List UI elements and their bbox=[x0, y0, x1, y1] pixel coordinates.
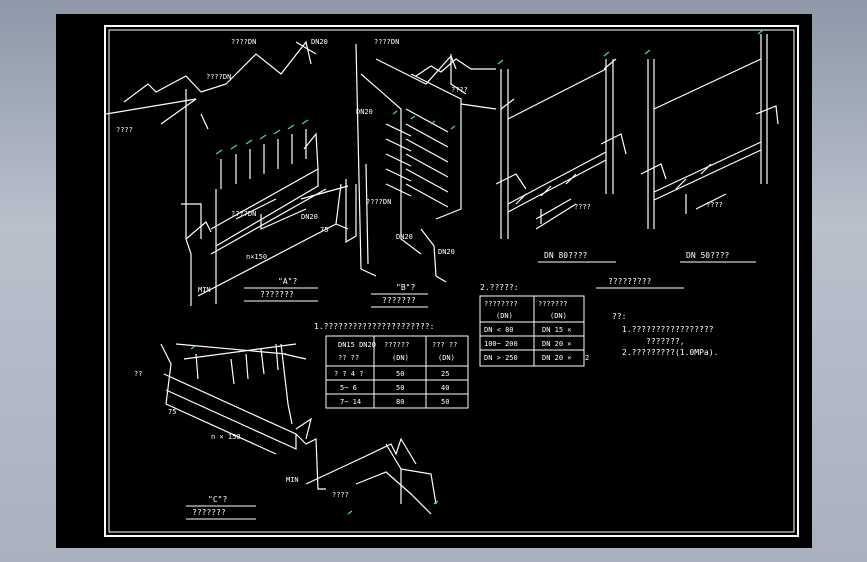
note1-r2c2: 50 bbox=[396, 384, 404, 392]
view-a-label-min: MIN bbox=[198, 286, 211, 294]
view-e-label: ???? bbox=[706, 201, 723, 209]
view-c-drawing bbox=[160, 343, 439, 515]
view-c-title-underline bbox=[186, 505, 256, 520]
note1-table bbox=[325, 335, 469, 409]
view-a-title-underline bbox=[244, 287, 318, 302]
note2-r2c2: DN 20 × bbox=[542, 340, 572, 348]
view-c-dim-150: n × 150 bbox=[211, 433, 241, 441]
note2-table bbox=[479, 295, 585, 367]
view-b-label-pipe2: ???? bbox=[451, 86, 468, 94]
note2-col1-h2: (DN) bbox=[496, 312, 513, 320]
note1-r2c3: 40 bbox=[441, 384, 449, 392]
note2-heading: 2.?????: bbox=[480, 283, 519, 292]
view-b-label-pipe3: ????DN bbox=[366, 198, 391, 206]
view-b-label-dn20-c: DN20 bbox=[438, 248, 455, 256]
view-a-label-pipe2: ???? bbox=[116, 126, 133, 134]
note2-col1-h1: ???????? bbox=[484, 300, 518, 308]
view-a-label-pipe3: ????DN bbox=[231, 38, 256, 46]
view-a-label-dn20-top: DN20 bbox=[311, 38, 328, 46]
view-a-subtitle: ??????? bbox=[260, 290, 294, 299]
view-b-label-dn20-b: DN20 bbox=[396, 233, 413, 241]
note1-r1c3: 25 bbox=[441, 370, 449, 378]
note2-r1c1: DN < 80 bbox=[484, 326, 514, 334]
view-a-drawing bbox=[105, 40, 357, 306]
view-b-label-pipe1: ????DN bbox=[374, 38, 399, 46]
view-a-dim-150: n×150 bbox=[246, 253, 267, 261]
spec-head: ??: bbox=[612, 312, 626, 321]
note1-col3-h1: ??? ?? bbox=[432, 341, 457, 349]
view-d-drawing bbox=[495, 51, 627, 239]
note1-col3-h2: (DN) bbox=[438, 354, 455, 362]
spec-line3: 2.?????????(1.0MPa). bbox=[622, 348, 718, 357]
view-e-drawing bbox=[640, 29, 779, 229]
note2-r2c1: 100~ 200 bbox=[484, 340, 518, 348]
note1-heading: 1.??????????????????????: bbox=[314, 322, 434, 331]
spec-line2: ???????, bbox=[646, 337, 685, 346]
drawing-sheet: ???? ????DN ????DN DN20 ????DN DN20 75 n… bbox=[56, 14, 812, 548]
inner-frame bbox=[108, 29, 795, 533]
drawing-canvas: ???? ????DN ????DN DN20 ????DN DN20 75 n… bbox=[104, 25, 799, 537]
view-c-dim-75: 75 bbox=[168, 408, 176, 416]
view-b-label-dn20: DN20 bbox=[356, 108, 373, 116]
view-c-subtitle: ??????? bbox=[192, 508, 226, 517]
view-a-dim-75: 75 bbox=[320, 226, 328, 234]
view-a-label-pipe1: ????DN bbox=[206, 73, 231, 81]
view-b-title-underline bbox=[371, 293, 428, 308]
view-c-label-pipe: ???? bbox=[332, 491, 349, 499]
view-b-drawing bbox=[355, 43, 497, 283]
note2-col2-h2: (DN) bbox=[550, 312, 567, 320]
view-b-title: "B"? bbox=[396, 283, 415, 292]
note1-r1c2: 50 bbox=[396, 370, 404, 378]
note1-r3c2: 80 bbox=[396, 398, 404, 406]
view-c-label-q1: ?? bbox=[134, 370, 142, 378]
note2-r1c2: DN 15 × bbox=[542, 326, 572, 334]
view-a-label-pipe-mid: ????DN bbox=[231, 210, 256, 218]
spec-line1: 1.????????????????? bbox=[622, 325, 714, 334]
note1-col1-h1: DN15 DN20 bbox=[338, 341, 376, 349]
note1-col2-h1: ?????? bbox=[384, 341, 409, 349]
view-c-title: "C"? bbox=[208, 495, 227, 504]
view-a-title: "A"? bbox=[278, 277, 297, 286]
note1-col1-h2: ?? ?? bbox=[338, 354, 359, 362]
note1-r1c1: ? ? 4 ? bbox=[334, 370, 364, 378]
view-d-title: DN 80???? bbox=[544, 251, 588, 260]
view-e-title: DN 50???? bbox=[686, 251, 730, 260]
note1-col2-h2: (DN) bbox=[392, 354, 409, 362]
view-b-subtitle: ??????? bbox=[382, 296, 416, 305]
view-d-label: ???? bbox=[574, 203, 591, 211]
view-c-label-min: MIN bbox=[286, 476, 299, 484]
note2-r3c2: DN 20 × bbox=[542, 354, 572, 362]
note1-r2c1: 5~ 6 bbox=[340, 384, 357, 392]
note1-r3c1: 7~ 14 bbox=[340, 398, 361, 406]
note2-col2-h1: ??????? bbox=[538, 300, 568, 308]
note2-r3c1: DN > 250 bbox=[484, 354, 518, 362]
note2-tail: 2 bbox=[585, 354, 589, 362]
view-a-label-dn20-mid: DN20 bbox=[301, 213, 318, 221]
note1-r3c3: 50 bbox=[441, 398, 449, 406]
spec-title: ????????? bbox=[608, 277, 652, 286]
outer-frame bbox=[104, 25, 799, 537]
